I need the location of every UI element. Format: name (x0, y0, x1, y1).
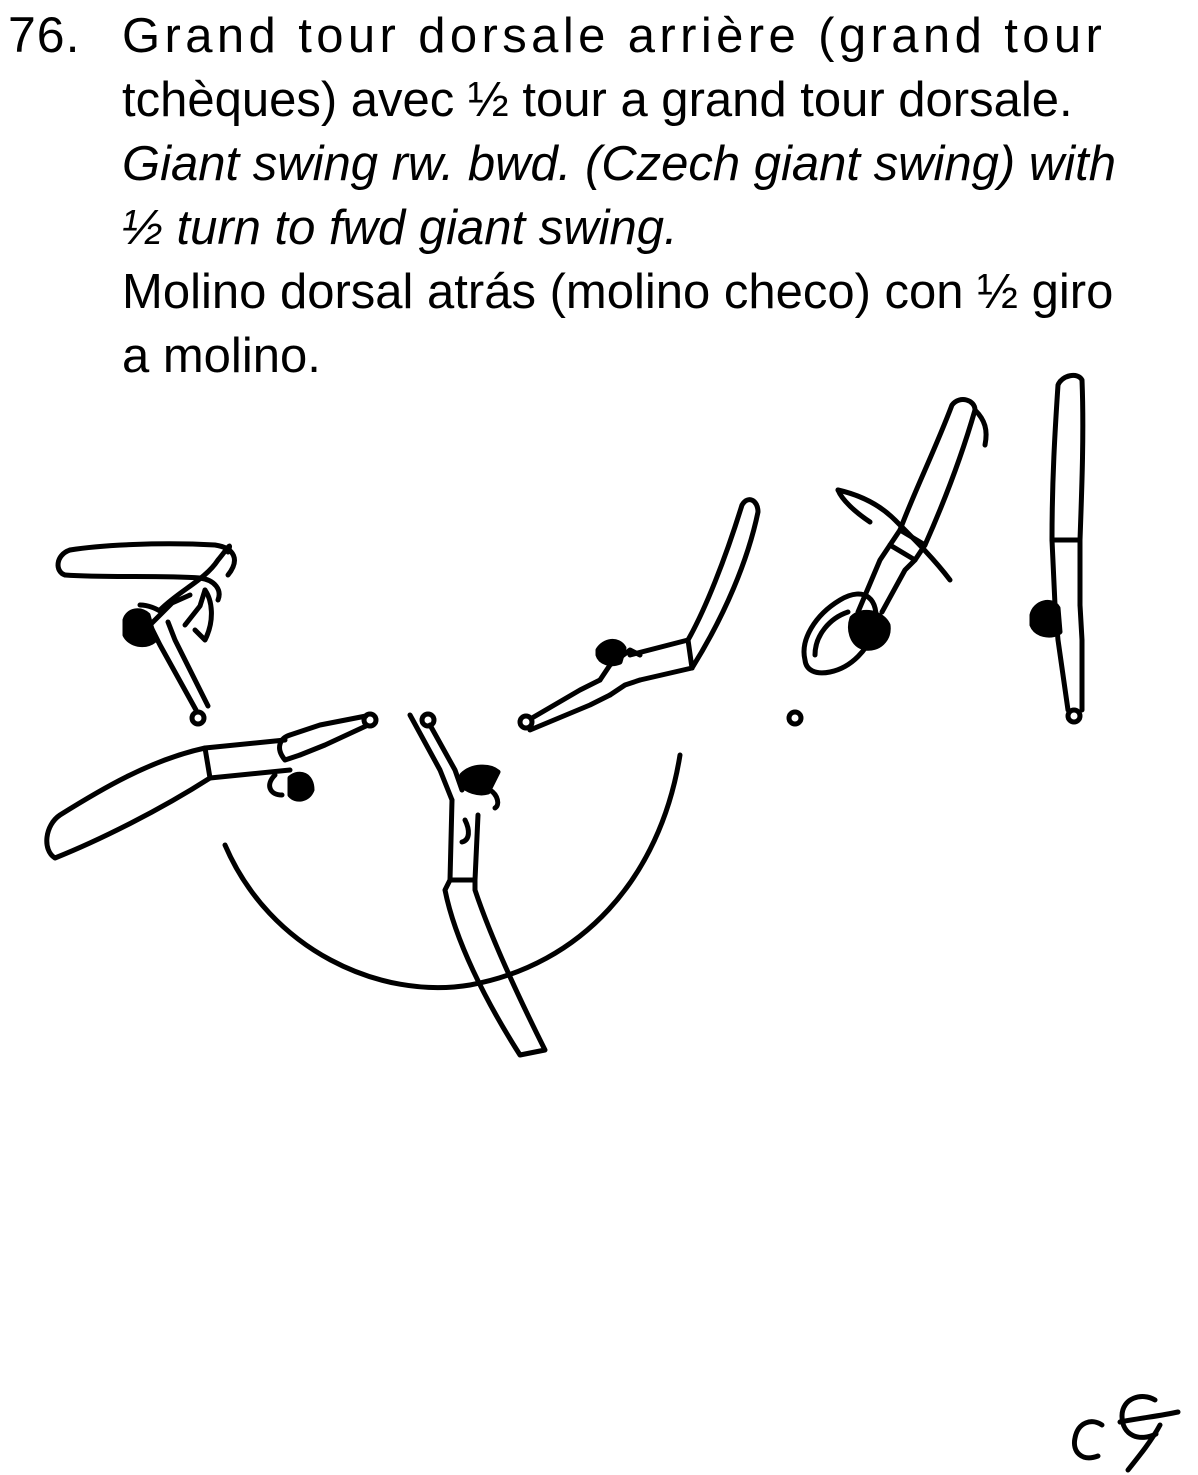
bar-marker-6 (1065, 707, 1083, 725)
bar-marker-2 (361, 711, 379, 729)
skill-number: 76. (8, 7, 81, 63)
gymnast-sequence-figure (0, 360, 1198, 1473)
head-shape-6 (1029, 599, 1063, 638)
skill-description: Grand tour dorsale arrière (grand tour t… (122, 4, 1192, 388)
gymnast-figure-2 (44, 711, 379, 861)
french-description-line-1: Grand tour dorsale arrière (grand tour (122, 9, 1107, 63)
english-description-line-1: Giant swing rw. bwd. (Czech giant swing)… (122, 137, 1116, 191)
bar-marker-4 (517, 713, 535, 731)
head-shape-3 (459, 764, 501, 796)
head-shape-5 (848, 609, 891, 651)
english-description-line-2: ½ turn to fwd giant swing. (122, 201, 678, 255)
spanish-description-line-1: Molino dorsal atrás (molino checo) con ½… (122, 265, 1114, 319)
head-shape-1 (122, 608, 158, 648)
gymnast-figure-3 (407, 711, 548, 1058)
gymnast-sequence-drawing (44, 372, 1086, 1058)
bar-marker-5 (786, 709, 804, 727)
bar-marker-1 (189, 709, 207, 727)
gymnast-figure-6 (1029, 372, 1086, 725)
rotation-arc (222, 752, 683, 991)
author-signature (1071, 1394, 1181, 1473)
gymnast-figure-5 (786, 397, 989, 727)
head-shape-2 (287, 771, 315, 802)
spanish-description-line-2: a molino. (122, 329, 321, 383)
french-description-line-2: tchèques) avec ½ tour a grand tour dorsa… (122, 73, 1073, 127)
gymnast-figure-4 (517, 497, 761, 733)
gymnast-figure-1 (55, 541, 237, 727)
